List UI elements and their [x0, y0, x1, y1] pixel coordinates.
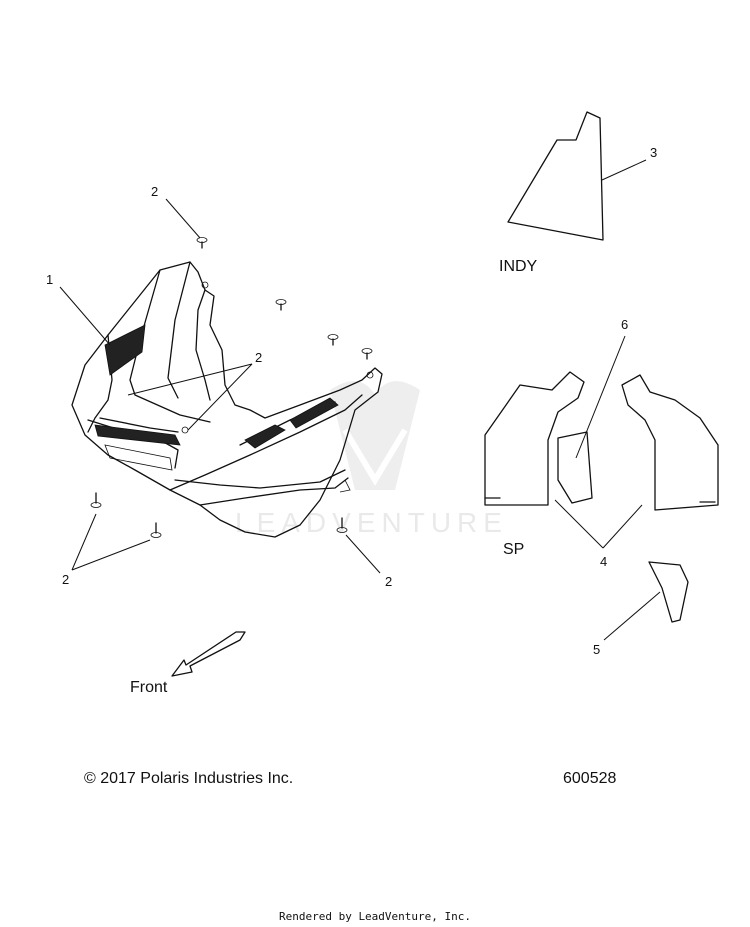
- callout-2-center: 2: [255, 350, 262, 365]
- sp-insert-part: [557, 431, 593, 504]
- small-decal-part: [648, 561, 689, 623]
- callout-4: 4: [600, 554, 607, 569]
- front-direction-label: Front: [130, 679, 168, 696]
- hood-panel-part: [71, 261, 383, 538]
- callout-3: 3: [650, 145, 657, 160]
- variant-label-indy: INDY: [499, 258, 538, 275]
- callout-2-right: 2: [385, 574, 392, 589]
- callout-2-left: 2: [62, 572, 69, 587]
- drawing-number: 600528: [563, 770, 617, 787]
- screw-icon: [196, 237, 208, 249]
- screw-icon: [90, 492, 102, 508]
- watermark-text: LEADVENTURE: [235, 507, 508, 538]
- variant-label-sp: SP: [503, 541, 524, 558]
- rendered-by-text: Rendered by LeadVenture, Inc.: [278, 910, 472, 923]
- leadventure-watermark: LEADVENTURE: [235, 381, 508, 538]
- screw-icon: [275, 299, 287, 311]
- screw-icon: [361, 348, 373, 360]
- indy-decal-part: [507, 111, 604, 241]
- screw-icon: [150, 522, 162, 538]
- screw-icon: [327, 334, 339, 346]
- screw-icon: [336, 517, 348, 533]
- callout-2-top: 2: [151, 184, 158, 199]
- copyright-text: © 2017 Polaris Industries Inc.: [84, 770, 294, 787]
- leader-lines: [59, 159, 661, 641]
- callout-1: 1: [46, 272, 53, 287]
- callout-5: 5: [593, 642, 600, 657]
- front-arrow-icon: [171, 631, 246, 677]
- callout-6: 6: [621, 317, 628, 332]
- sp-side-panels-part: [484, 371, 719, 511]
- fastener-screws: [90, 237, 373, 538]
